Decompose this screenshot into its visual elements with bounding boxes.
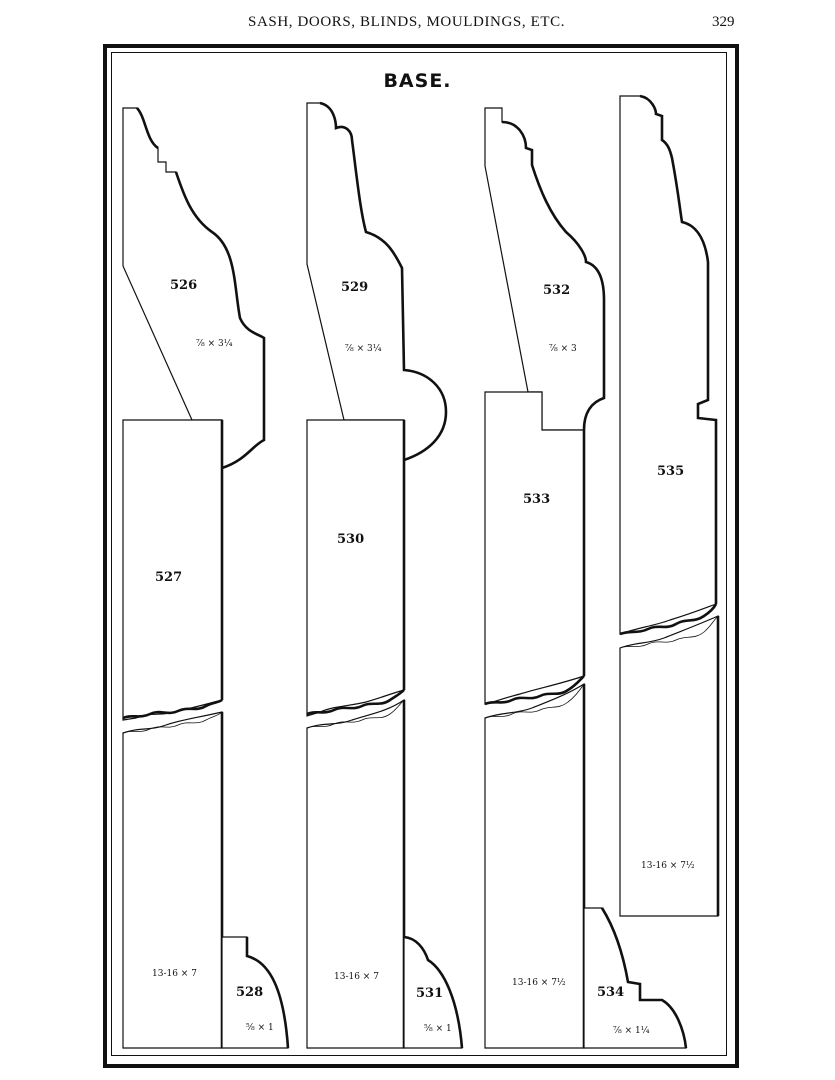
- profile-size: ⅞ × 3¼: [196, 338, 233, 349]
- plate-frame-outer: [103, 44, 739, 1068]
- profile-535: 535: [619, 94, 718, 636]
- profile-534: 534 ⅞ × 1¼: [583, 907, 688, 1049]
- profile-528: 528 ⅝ × 1: [221, 936, 290, 1049]
- profile-size: ⅞ × 1¼: [613, 1025, 650, 1036]
- profile-533: 533: [484, 391, 586, 706]
- profile-size: 13-16 × 7: [152, 969, 197, 979]
- plate-frame-inner: [111, 52, 727, 1056]
- profile-529: 529 ⅞ × 3¼: [306, 101, 448, 462]
- profile-526: 526 ⅞ × 3¼: [122, 107, 266, 470]
- profile-number: 532: [543, 283, 570, 298]
- profile-527-lower: 13-16 × 7: [122, 711, 224, 1049]
- profile-size: ⅝ × 1: [246, 1023, 274, 1033]
- profile-size: ⅞ × 3: [549, 344, 577, 354]
- profile-532: 532 ⅞ × 3: [484, 107, 606, 431]
- profile-number: 535: [657, 464, 684, 479]
- profile-size: 13-16 × 7½: [641, 860, 695, 871]
- profile-size: 13-16 × 7: [334, 972, 379, 982]
- profile-number: 530: [337, 532, 364, 547]
- profile-533-lower: 13-16 × 7½: [484, 682, 586, 1049]
- page-number: 329: [712, 14, 735, 30]
- profile-number: 534: [597, 985, 624, 1000]
- profile-number: 528: [236, 985, 263, 1000]
- profile-530-lower: 13-16 × 7: [306, 698, 406, 1049]
- profile-number: 529: [341, 280, 368, 295]
- running-title: SASH, DOORS, BLINDS, MOULDINGS, ETC.: [248, 14, 566, 30]
- profile-531: 531 ⅝ × 1: [403, 935, 464, 1049]
- profile-530: 530: [306, 419, 406, 717]
- profile-size: ⅝ × 1: [424, 1024, 452, 1034]
- profile-527: 527: [122, 419, 224, 721]
- profile-number: 526: [170, 278, 197, 293]
- profile-number: 531: [416, 986, 443, 1001]
- profile-535-lower: 13-16 × 7½: [619, 615, 720, 917]
- profile-size: ⅞ × 3¼: [345, 343, 382, 354]
- plate-title: BASE.: [383, 70, 452, 92]
- profile-size: 13-16 × 7½: [512, 977, 566, 988]
- profile-number: 533: [523, 492, 550, 507]
- profile-number: 527: [155, 570, 182, 585]
